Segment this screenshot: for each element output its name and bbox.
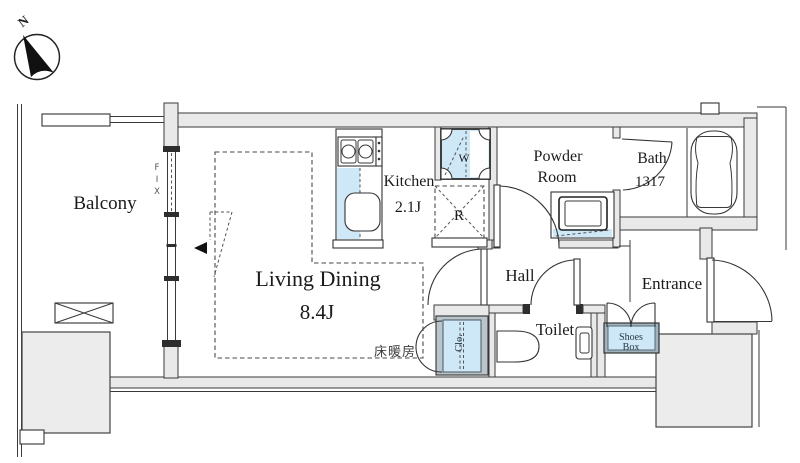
counter-end-panel xyxy=(332,239,384,249)
compass-needle-icon xyxy=(23,35,54,77)
wall-pipe-notch xyxy=(700,102,720,115)
doors xyxy=(415,138,773,373)
sliding-door-indicator xyxy=(194,211,233,278)
room-labels: Balcony Living Dining 8.4J Kitchen 2.1J … xyxy=(73,148,702,339)
wall-window-pier-top xyxy=(163,102,179,148)
entrance-door-swing xyxy=(711,259,773,322)
compass-north-label: N xyxy=(15,12,32,30)
wall-right-upper xyxy=(743,117,758,223)
entrance-label: Entrance xyxy=(642,274,702,293)
window-cap-2 xyxy=(164,212,179,217)
compass: N xyxy=(13,12,61,81)
wall-bottom xyxy=(109,376,659,389)
hall-label: Hall xyxy=(505,266,535,285)
refrigerator-space xyxy=(431,185,488,248)
balcony-partition-panel xyxy=(41,113,111,127)
toilet-label: Toilet xyxy=(536,320,575,339)
wall-entrance-right-upper xyxy=(699,227,713,260)
jamb-toilet-right xyxy=(576,304,583,314)
bath-door-swing xyxy=(622,141,673,191)
shoes-box-doors xyxy=(606,302,656,328)
shoes-box-label-1: Shoes xyxy=(619,332,643,343)
bath-size-label: 1317 xyxy=(635,174,666,190)
wall-entrance-right-lower xyxy=(711,321,758,335)
fix-window-frame xyxy=(167,152,176,212)
fixture-labels: W R Shoes Box Clo. xyxy=(454,153,643,353)
kitchen-label: Kitchen xyxy=(384,173,435,190)
wall-toilet-west xyxy=(488,312,496,378)
balcony-windows xyxy=(162,146,181,347)
entrance-step-line xyxy=(619,240,631,302)
entrance-door-leaf xyxy=(706,257,715,323)
balcony-elements xyxy=(19,113,753,445)
vanity-icon xyxy=(550,191,615,239)
bathtub-icon xyxy=(690,130,738,215)
wall-top xyxy=(169,112,758,128)
wall-bath-south xyxy=(611,216,758,231)
kitchen-area: 2.1J xyxy=(395,199,421,216)
window-cap-1 xyxy=(163,146,180,152)
window-cap-4 xyxy=(162,340,181,347)
wall-toilet-north-east xyxy=(582,304,606,314)
exterior-edge-topright xyxy=(757,106,787,250)
bath-label: Bath xyxy=(637,150,667,167)
fridge-label: R xyxy=(454,208,464,224)
ld-hall-door-leaf xyxy=(480,248,488,306)
sink-icon xyxy=(344,192,381,232)
toilet-door-leaf xyxy=(573,258,581,306)
living-dining-area: 8.4J xyxy=(300,300,334,324)
wall-window-pier-bottom xyxy=(163,345,179,379)
sash-latch xyxy=(166,244,177,247)
floor-heating-boundary xyxy=(214,151,424,359)
bath-area xyxy=(686,128,738,217)
powder-door-swing xyxy=(499,185,560,248)
powder-room-label-1: Powder xyxy=(534,148,584,165)
powder-room-label-2: Room xyxy=(537,169,577,186)
wall-toilet-north-west xyxy=(488,304,524,314)
floor-heating-label: 床暖房 xyxy=(374,345,417,360)
balcony-partition-line xyxy=(110,116,164,123)
shoes-box xyxy=(603,322,660,354)
ld-hall-door-swing xyxy=(427,248,482,306)
washer-label: W xyxy=(459,153,470,165)
closet-doors xyxy=(415,320,443,373)
closet xyxy=(435,315,489,376)
fix-window-label: FIX xyxy=(152,163,162,199)
balcony-label: Balcony xyxy=(73,193,137,214)
structure-bar-left xyxy=(19,429,45,445)
fridge-end-panel xyxy=(431,237,488,248)
washer-pan-icon xyxy=(440,128,491,180)
closet-label: Clo. xyxy=(454,334,465,352)
exterior-edge-left xyxy=(17,104,22,457)
bath-door-leaf xyxy=(621,138,673,143)
powder-door-leaf xyxy=(493,184,501,248)
living-dining-label: Living Dining xyxy=(255,266,380,291)
wall-hall-north-east xyxy=(558,239,619,249)
kitchen-counter xyxy=(332,128,384,249)
toilet-door-swing xyxy=(530,259,575,306)
shoes-box-label-2: Box xyxy=(623,342,640,353)
toilet-icon xyxy=(496,326,593,363)
structure-block-left xyxy=(21,331,111,434)
window-cap-3 xyxy=(164,276,179,281)
wall-bath-west-upper xyxy=(612,126,621,139)
ac-unit-space xyxy=(54,302,114,324)
bathtub-inner xyxy=(695,136,733,208)
jamb-toilet-left xyxy=(523,304,530,314)
stove-icon xyxy=(337,136,383,167)
structure-block-right xyxy=(655,333,753,428)
sliding-window-lower xyxy=(167,281,176,340)
